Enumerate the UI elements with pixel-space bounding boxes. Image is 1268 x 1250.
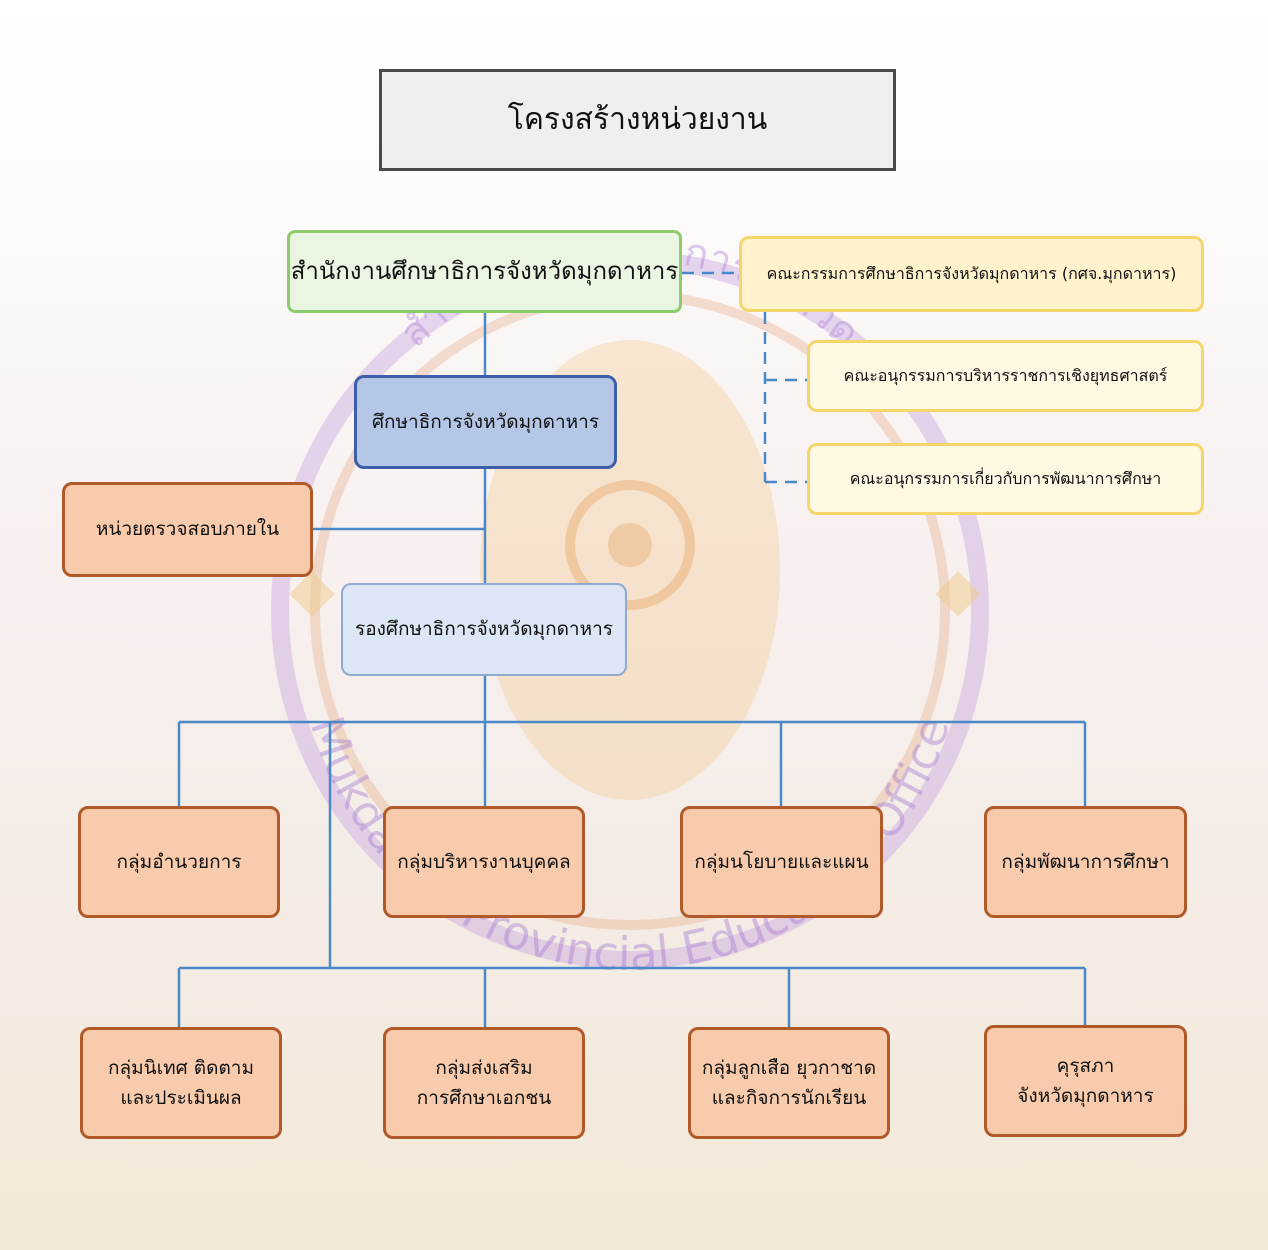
group-node-line: กลุ่มส่งเสริม: [435, 1056, 533, 1079]
group-node: กลุ่มนิเทศ ติดตาม และประเมินผล: [80, 1027, 282, 1139]
group-node-label: กลุ่มพัฒนาการศึกษา: [1001, 850, 1170, 873]
group-node-label: กลุ่มบริหารงานบุคคล: [397, 850, 571, 873]
group-node: กลุ่มบริหารงานบุคคล: [383, 806, 585, 918]
group-node: กลุ่มอำนวยการ: [78, 806, 280, 918]
group-node-line: จังหวัดมุกดาหาร: [1017, 1085, 1154, 1107]
committee-node-label: คณะกรรมการศึกษาธิการจังหวัดมุกดาหาร (กศจ…: [766, 264, 1177, 284]
group-node-label: กลุ่มนโยบายและแผน: [694, 850, 869, 873]
page-title: โครงสร้างหน่วยงาน: [379, 69, 896, 171]
subcommittee-strategy-node: คณะอนุกรรมการบริหารราชการเชิงยุทธศาสตร์: [807, 340, 1204, 412]
group-node-line: การศึกษาเอกชน: [416, 1087, 552, 1109]
subcommittee-development-node: คณะอนุกรรมการเกี่ยวกับการพัฒนาการศึกษา: [807, 443, 1204, 515]
group-node-label: กลุ่มอำนวยการ: [116, 850, 242, 873]
internal-audit-node: หน่วยตรวจสอบภายใน: [62, 482, 313, 577]
internal-audit-label: หน่วยตรวจสอบภายใน: [95, 518, 280, 541]
deputy-director-label: รองศึกษาธิการจังหวัดมุกดาหาร: [354, 618, 613, 641]
group-node-line: คุรุสภา: [1056, 1054, 1115, 1077]
director-node-label: ศึกษาธิการจังหวัดมุกดาหาร: [371, 410, 600, 433]
group-node-line: และกิจการนักเรียน: [711, 1087, 867, 1109]
group-node-line: กลุ่มลูกเสือ ยุวกาชาด: [701, 1056, 877, 1079]
group-node: กลุ่มพัฒนาการศึกษา: [984, 806, 1187, 918]
director-node: ศึกษาธิการจังหวัดมุกดาหาร: [354, 375, 617, 469]
page-title-text: โครงสร้างหน่วยงาน: [507, 102, 768, 137]
deputy-director-node: รองศึกษาธิการจังหวัดมุกดาหาร: [341, 583, 627, 676]
office-node-label: สำนักงานศึกษาธิการจังหวัดมุกดาหาร: [290, 257, 679, 286]
office-node: สำนักงานศึกษาธิการจังหวัดมุกดาหาร: [287, 230, 682, 313]
subcommittee-development-label: คณะอนุกรรมการเกี่ยวกับการพัฒนาการศึกษา: [849, 469, 1162, 489]
subcommittee-strategy-label: คณะอนุกรรมการบริหารราชการเชิงยุทธศาสตร์: [843, 366, 1168, 386]
group-node-line: และประเมินผล: [120, 1087, 242, 1109]
group-node-line: กลุ่มนิเทศ ติดตาม: [108, 1056, 254, 1079]
group-node: คุรุสภา จังหวัดมุกดาหาร: [984, 1025, 1187, 1137]
group-node: กลุ่มลูกเสือ ยุวกาชาด และกิจการนักเรียน: [688, 1027, 890, 1139]
committee-node: คณะกรรมการศึกษาธิการจังหวัดมุกดาหาร (กศจ…: [739, 236, 1204, 312]
group-node: กลุ่มส่งเสริม การศึกษาเอกชน: [383, 1027, 585, 1139]
group-node: กลุ่มนโยบายและแผน: [680, 806, 883, 918]
